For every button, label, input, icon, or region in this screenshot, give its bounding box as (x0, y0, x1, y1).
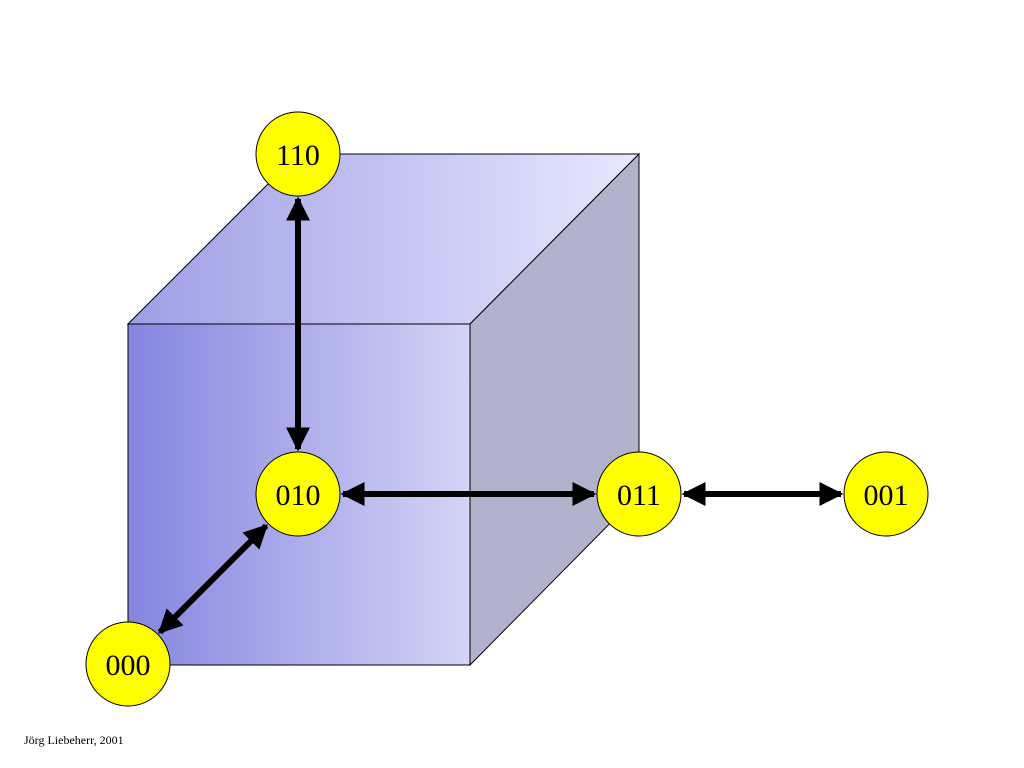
node-label: 011 (617, 479, 661, 512)
edge-010-000-arrow (157, 523, 269, 635)
credit-text: Jörg Liebeherr, 2001 (24, 733, 124, 747)
node-001: 001 (843, 451, 929, 537)
node-010: 010 (255, 451, 341, 537)
node-110: 110 (255, 111, 341, 197)
node-label: 000 (106, 649, 151, 682)
node-000: 000 (85, 621, 171, 707)
node-011: 011 (596, 451, 682, 537)
node-label: 001 (864, 479, 909, 512)
node-label: 110 (276, 139, 320, 172)
edge-layer (157, 196, 844, 635)
node-label: 010 (276, 479, 321, 512)
